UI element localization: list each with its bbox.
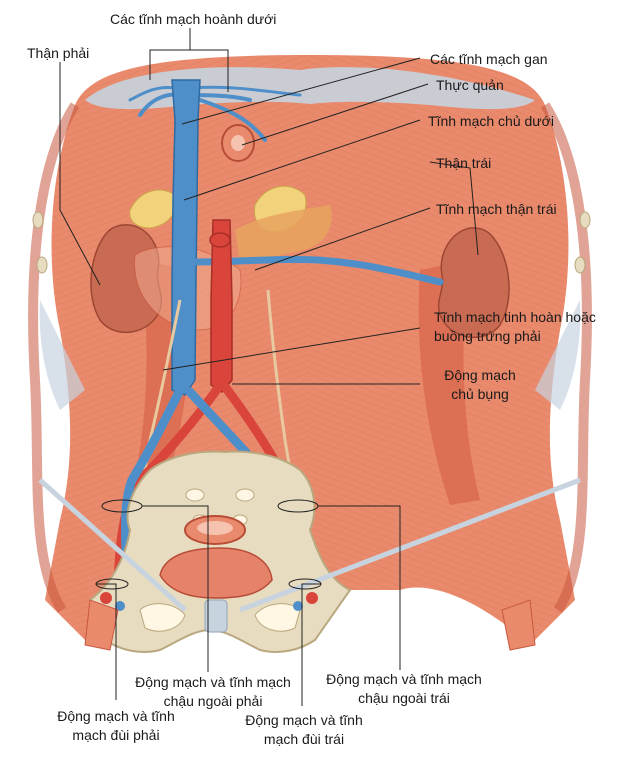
pancreas (235, 205, 332, 262)
label-esophagus: Thực quản (436, 77, 504, 93)
leader-esophagus (241, 83, 429, 146)
leader-hepatic-veins (181, 57, 421, 125)
label-left-femoral: Động mạch và tĩnh mạch đùi trái (232, 711, 376, 749)
left-rib-tip (579, 211, 591, 229)
leader-ivc (183, 119, 421, 201)
left-femoral-vein-end (293, 601, 303, 611)
bladder (159, 547, 273, 599)
label-abdominal-aorta: Động mạch chủ bụng (440, 366, 520, 404)
label-left-external-iliac: Động mạch và tĩnh mạch chậu ngoài trái (318, 670, 490, 708)
label-right-femoral-line1: Động mạch và tĩnh (57, 708, 175, 724)
left-kidney (437, 227, 510, 339)
left-rib-tip-2 (574, 256, 586, 274)
esophagus-lumen (231, 135, 245, 151)
label-right-external-iliac: Động mạch và tĩnh mạch chậu ngoài phải (128, 673, 298, 711)
right-fascia (535, 300, 581, 410)
leader-left-renal-vein (254, 207, 431, 271)
leader-left-external-iliac (318, 505, 401, 670)
left-renal-vein (193, 255, 444, 286)
label-right-femoral-line2: mạch đùi phải (72, 727, 160, 743)
right-adrenal-gland (129, 189, 177, 229)
left-thigh-stub (501, 599, 536, 651)
celiac-trunk (209, 232, 231, 248)
label-inferior-vena-cava: Tĩnh mạch chủ dưới (428, 113, 554, 129)
leader-right-femoral (96, 583, 117, 700)
label-left-renal-vein: Tĩnh mạch thận trái (436, 201, 557, 217)
label-right-femoral: Động mạch và tĩnh mạch đùi phải (44, 707, 188, 745)
label-right-gonadal-vein-line1: Tĩnh mạch tinh hoàn hoặc (434, 309, 596, 325)
label-left-femoral-line1: Động mạch và tĩnh (245, 712, 363, 728)
leader-right-kidney (59, 62, 101, 286)
label-right-external-iliac-line2: chậu ngoài phải (163, 693, 263, 709)
label-right-kidney: Thận phải (27, 45, 90, 61)
label-left-external-iliac-line2: chậu ngoài trái (358, 690, 450, 706)
leader-right-external-iliac (142, 505, 209, 672)
label-left-external-iliac-line1: Động mạch và tĩnh mạch (326, 671, 482, 687)
label-right-external-iliac-line1: Động mạch và tĩnh mạch (135, 674, 291, 690)
leader-inferior-phrenic (149, 28, 229, 92)
pubic-symphysis (204, 599, 228, 633)
left-fascia (39, 300, 85, 410)
leader-lines (59, 28, 479, 706)
sacral-foramen-left (185, 488, 205, 502)
inferior-vena-cava (171, 79, 201, 396)
right-rib-tip-2 (36, 256, 48, 274)
label-right-gonadal-vein-line2: buồng trứng phải (434, 328, 541, 344)
label-hepatic-veins: Các tĩnh mạch gan (430, 51, 548, 67)
left-femoral-artery-end (306, 592, 318, 604)
leader-left-kidney (429, 161, 479, 256)
rectum-lumen (197, 521, 233, 535)
leader-right-gonadal (162, 327, 421, 371)
right-femoral-vein-end (115, 601, 125, 611)
label-right-gonadal-vein: Tĩnh mạch tinh hoàn hoặc buồng trứng phả… (434, 308, 596, 346)
sacral-foramen-right (235, 488, 255, 502)
obturator-foramen-right (139, 603, 186, 632)
left-psoas-muscle (418, 260, 480, 505)
obturator-foramen-left (254, 603, 301, 632)
right-rib-tip (32, 211, 44, 229)
label-abdominal-aorta-line1: Động mạch (444, 367, 516, 383)
right-thigh-stub (84, 599, 119, 651)
label-left-kidney: Thận trái (436, 155, 492, 171)
label-inferior-phrenic-veins: Các tĩnh mạch hoành dưới (110, 11, 277, 27)
right-inguinal-ligament (38, 478, 187, 612)
right-lateral-wall (540, 102, 592, 613)
label-abdominal-aorta-line2: chủ bụng (451, 386, 509, 402)
label-left-femoral-line2: mạch đùi trái (263, 731, 345, 747)
left-lateral-wall (28, 102, 80, 613)
leader-left-femoral (301, 583, 321, 706)
right-femoral-artery-end (100, 592, 112, 604)
